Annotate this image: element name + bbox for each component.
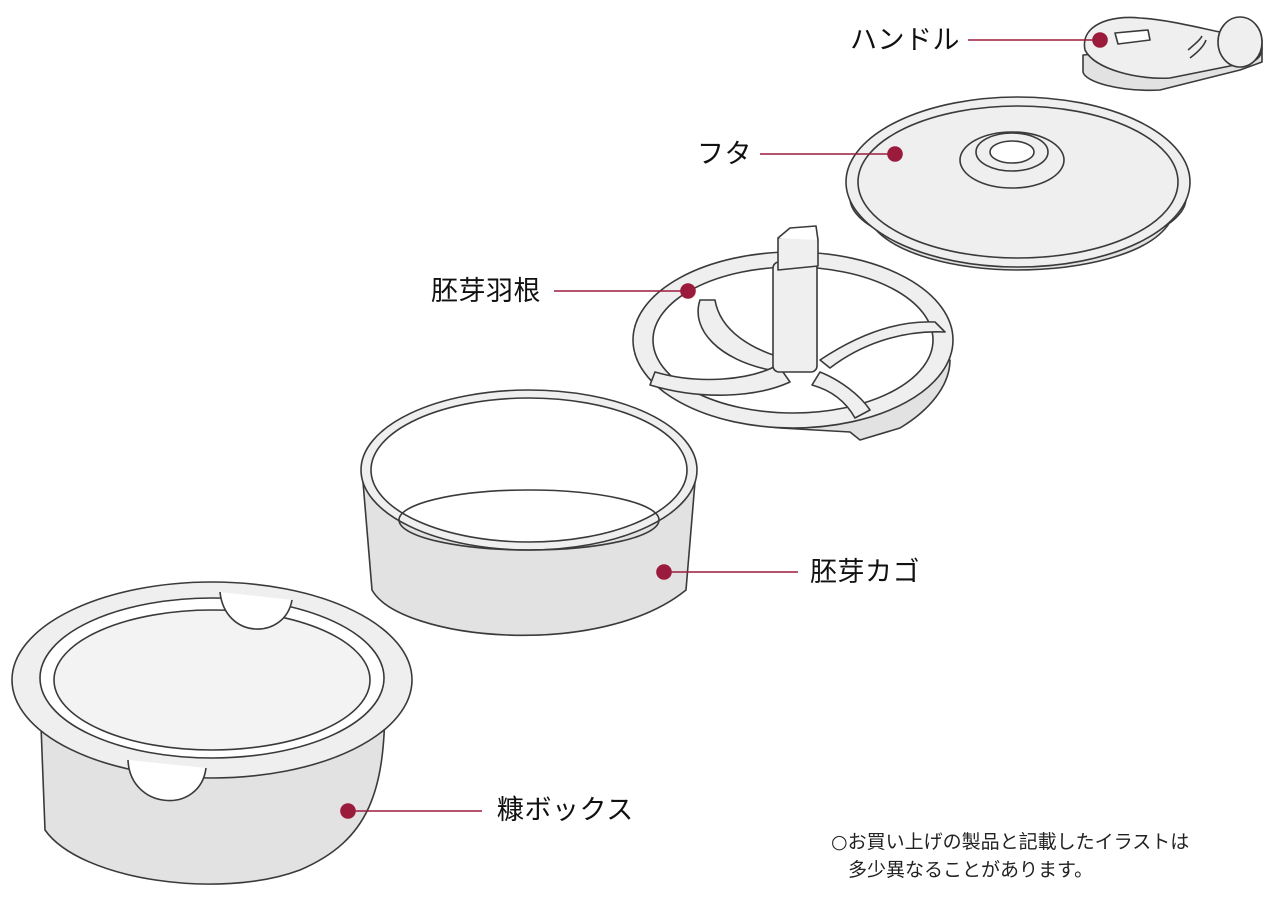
disclaimer-line-1: ○お買い上げの製品と記載したイラストは <box>831 831 1190 853</box>
disclaimer-line-2: 多少異なることがあります。 <box>848 859 1094 881</box>
lid-part <box>845 96 1191 271</box>
germ-basket-part <box>360 389 698 637</box>
lid-marker <box>887 146 903 162</box>
bran-box-part <box>11 581 413 885</box>
germ-blade-part <box>632 225 954 441</box>
germ-blade-label: 胚芽羽根 <box>431 276 541 307</box>
handle-marker <box>1092 32 1108 48</box>
handle-label: ハンドル <box>850 25 960 56</box>
germ-basket-label: 胚芽カゴ <box>810 557 920 588</box>
bran-box-label: 糠ボックス <box>497 795 634 826</box>
germ-blade-marker <box>680 283 696 299</box>
lid-label: フタ <box>697 139 752 170</box>
bran-box-marker <box>340 803 356 819</box>
handle-part <box>1082 16 1263 92</box>
germ-basket-marker <box>656 564 672 580</box>
